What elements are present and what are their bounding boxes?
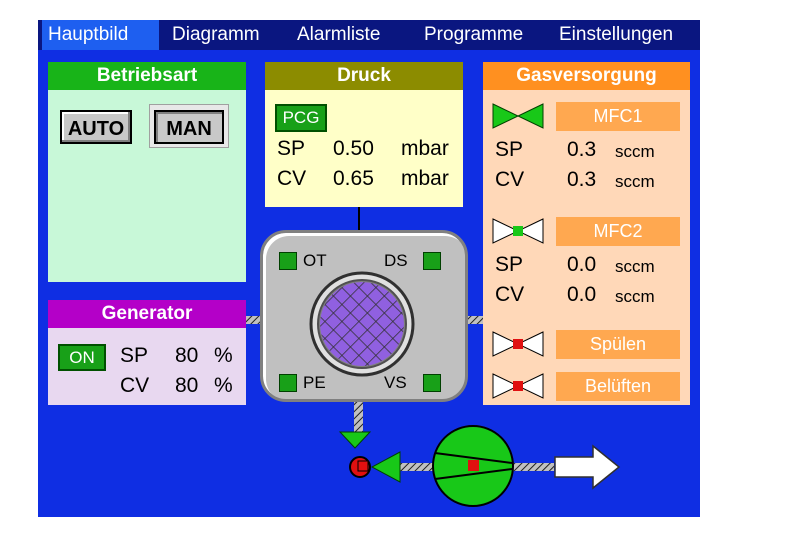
menu-programme[interactable]: Programme [424,24,524,45]
mfc2-cv-unit: sccm [615,287,655,306]
generator-on-badge[interactable]: ON [58,344,106,371]
mfc2-sp-label: SP [495,253,524,276]
pcg-badge[interactable]: PCG [275,104,327,132]
spuelen-valve-icon[interactable] [491,330,545,358]
spuelen-button[interactable]: Spülen [556,330,680,359]
generator-cv-label: CV [120,374,150,397]
belueften-valve-icon[interactable] [491,372,545,400]
gasversorgung-panel: Gasversorgung MFC1 SP 0.3 sccm CV 0.3 sc… [483,62,690,405]
sensor-ot-label: OT [303,251,327,270]
mfc2-cv-value: 0.0 [567,283,597,306]
mfc1-cv-unit: sccm [615,172,655,191]
generator-cv-unit: % [214,374,233,397]
generator-pipe [246,316,262,324]
sensor-ot-indicator [279,252,297,270]
betriebsart-title: Betriebsart [48,62,246,90]
generator-sp-label: SP [120,344,149,367]
wafer-icon [309,271,415,377]
sensor-ds-indicator [423,252,441,270]
mfc1-cv-label: CV [495,168,525,191]
menu-einstellungen[interactable]: Einstellungen [559,24,674,45]
generator-cv-value: 80 [175,374,199,397]
mfc2-sp-unit: sccm [615,257,655,276]
sensor-pe-label: PE [303,373,326,392]
process-chamber[interactable]: OT DS PE VS [260,230,468,402]
sensor-vs-label: VS [384,373,407,392]
gas-pipe [468,316,483,324]
druck-cv-label: CV [277,167,307,190]
druck-title: Druck [265,62,463,90]
sensor-vs-indicator [423,374,441,392]
mfc1-cv-value: 0.3 [567,168,597,191]
hmi-screen: Hauptbild Diagramm Alarmliste Programme … [38,20,700,517]
auto-button[interactable]: AUTO [60,110,132,144]
vacuum-pipe-vertical [354,401,363,437]
menu-bar: Hauptbild Diagramm Alarmliste Programme … [38,20,700,50]
man-button[interactable]: MAN [154,110,224,144]
pump-inlet-pipe [400,463,434,471]
pump-icon[interactable] [430,423,516,509]
sensor-ds-label: DS [384,251,408,270]
druck-cv-value: 0.65 [333,167,374,190]
generator-sp-unit: % [214,344,233,367]
mfc1-button[interactable]: MFC1 [556,102,680,131]
pump-outlet-pipe [512,463,554,471]
generator-sp-value[interactable]: 80 [175,344,199,367]
mfc2-cv-label: CV [495,283,525,306]
druck-sp-value[interactable]: 0.50 [333,137,374,160]
gasversorgung-title: Gasversorgung [483,62,690,90]
betriebsart-panel: Betriebsart AUTO MAN [48,62,246,282]
belueften-button[interactable]: Belüften [556,372,680,401]
arrow-right-icon [554,444,621,490]
menu-diagramm[interactable]: Diagramm [172,24,260,45]
druck-sp-label: SP [277,137,306,160]
generator-panel: Generator ON SP 80 % CV 80 % [48,300,246,405]
mfc1-valve-icon[interactable] [491,102,545,130]
mfc2-valve-icon[interactable] [491,217,545,245]
mfc1-sp-label: SP [495,138,524,161]
menu-hauptbild[interactable]: Hauptbild [42,20,159,50]
druck-sp-unit: mbar [401,137,449,160]
mfc2-sp-value[interactable]: 0.0 [567,253,597,276]
piping-diagram [246,207,554,471]
druck-panel: Druck PCG SP 0.50 mbar CV 0.65 mbar [265,62,463,207]
generator-title: Generator [48,300,246,328]
mfc1-sp-unit: sccm [615,142,655,161]
menu-alarmliste[interactable]: Alarmliste [297,24,381,45]
mfc1-sp-value[interactable]: 0.3 [567,138,597,161]
vacuum-valve-icon[interactable] [328,430,418,490]
sensor-pe-indicator [279,374,297,392]
druck-cv-unit: mbar [401,167,449,190]
mfc2-button[interactable]: MFC2 [556,217,680,246]
